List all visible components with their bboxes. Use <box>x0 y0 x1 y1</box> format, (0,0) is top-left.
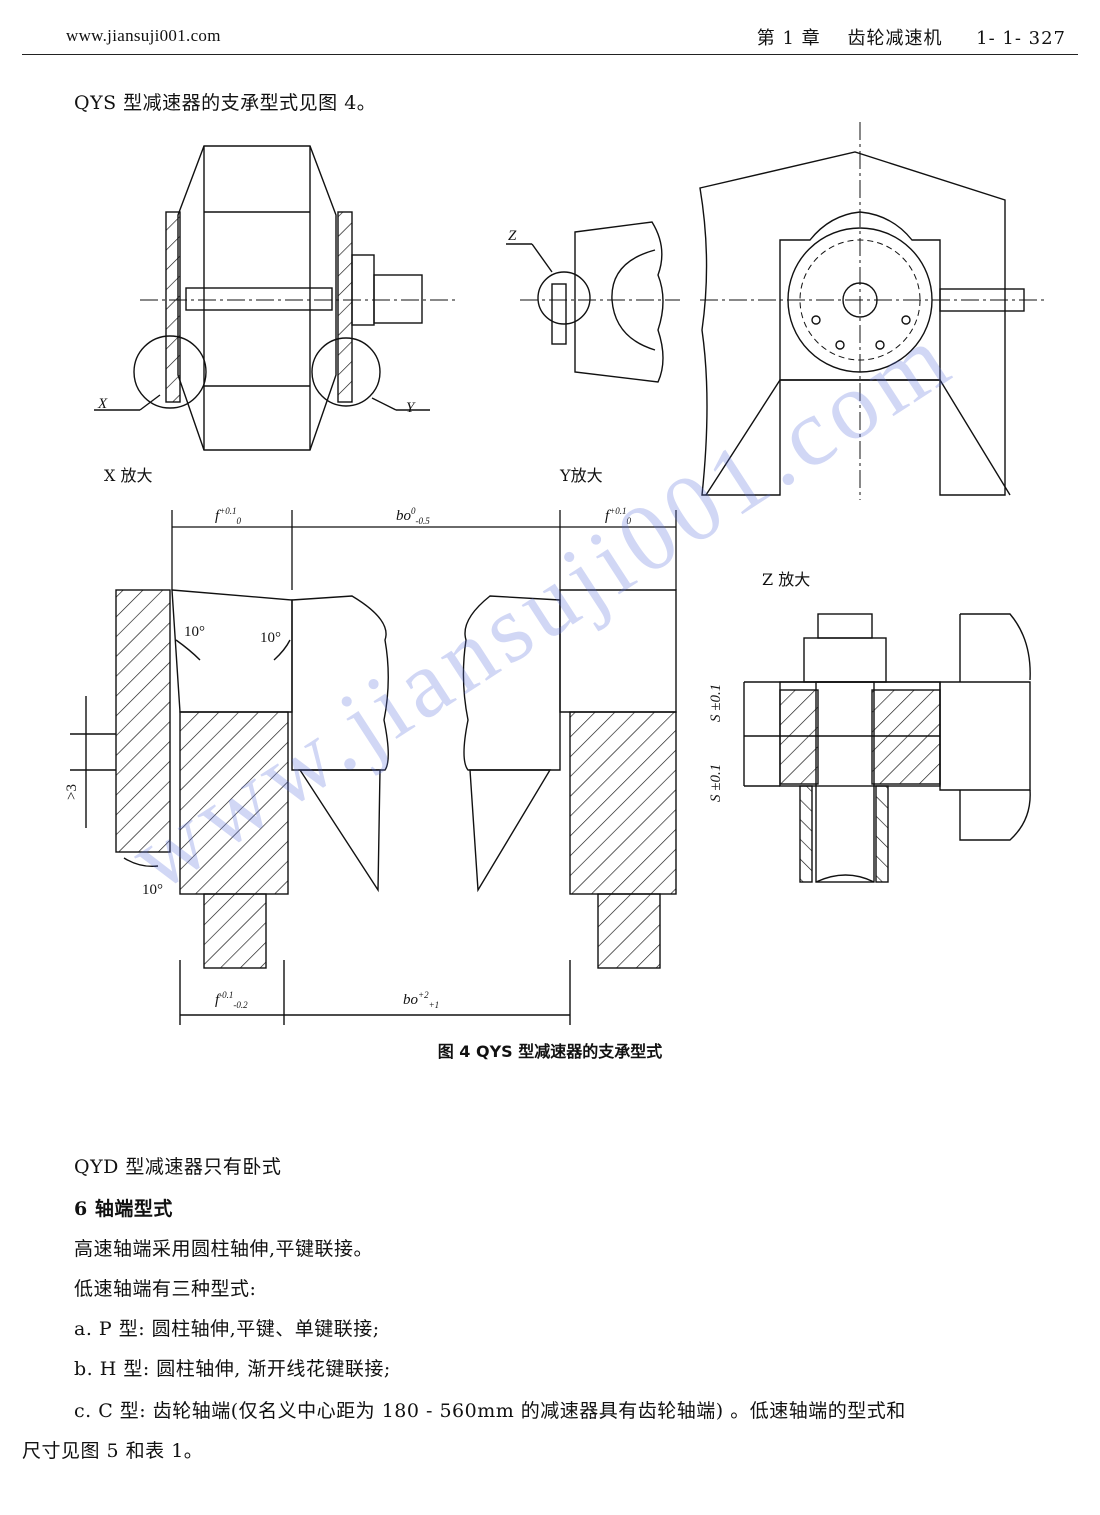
dim-bo-top: bo0-0.5 <box>396 506 430 526</box>
dim-bo-bottom: bo+2+1 <box>403 990 440 1010</box>
dim-s2: S ±0.1 <box>708 763 724 802</box>
view-x-zoom <box>70 589 677 1025</box>
view-side-reducer <box>94 145 455 451</box>
section-heading: 6 轴端型式 <box>74 1198 173 1220</box>
x-zoom-label: X 放大 <box>104 466 153 485</box>
figure-4: X 放大 Y放大 Z 放大 X Y Z f+0.10 bo0-0.5 f+0.1… <box>0 110 1100 1050</box>
dim-f-top-right: f+0.10 <box>605 506 631 526</box>
dim-f-top-left: f+0.10 <box>215 506 241 526</box>
body-line-4: 低速轴端有三种型式: <box>74 1278 257 1300</box>
page-header: www.jiansuji001.com 第 1 章 齿轮减速机 1- 1- 32… <box>0 0 1100 56</box>
angle-label-2: 10° <box>260 630 281 646</box>
body-line-3: 高速轴端采用圆柱轴伸,平键联接。 <box>74 1238 374 1260</box>
x-callout-label: X <box>98 396 108 412</box>
technical-drawing <box>70 122 1045 1025</box>
figure-caption: 图 4 QYS 型减速器的支承型式 <box>437 1042 663 1061</box>
view-main-housing <box>699 122 1045 500</box>
y-callout-label: Y <box>406 400 415 416</box>
dim-s1: S ±0.1 <box>708 683 724 722</box>
dim-f-bottom: f-0.1-0.2 <box>215 990 248 1010</box>
angle-label-1: 10° <box>184 624 205 640</box>
z-callout-label: Z <box>508 228 517 244</box>
y-zoom-label: Y放大 <box>560 466 603 485</box>
body-line-1: QYD 型减速器只有卧式 <box>74 1156 282 1178</box>
dimension-lines-top <box>171 510 677 590</box>
body-line-7b: 尺寸见图 5 和表 1。 <box>22 1440 204 1462</box>
angle-label-3: 10° <box>142 882 163 898</box>
body-line-6: b. H 型: 圆柱轴伸, 渐开线花键联接; <box>74 1358 391 1380</box>
chapter-title: 第 1 章 齿轮减速机 1- 1- 327 <box>756 28 1066 49</box>
body-line-5: a. P 型: 圆柱轴伸,平键、单键联接; <box>74 1318 380 1340</box>
dim-gt3: >3 <box>64 784 80 800</box>
intro-text: QYS 型减速器的支承型式见图 4。 <box>74 92 377 114</box>
view-z-zoom <box>743 613 1031 883</box>
z-zoom-label: Z 放大 <box>762 570 811 589</box>
site-url: www.jiansuji001.com <box>66 26 221 45</box>
view-y-detail <box>506 221 680 383</box>
header-rule <box>22 54 1078 55</box>
body-line-7a: c. C 型: 齿轮轴端(仅名义中心距为 180 - 560mm 的减速器具有齿… <box>74 1400 906 1422</box>
